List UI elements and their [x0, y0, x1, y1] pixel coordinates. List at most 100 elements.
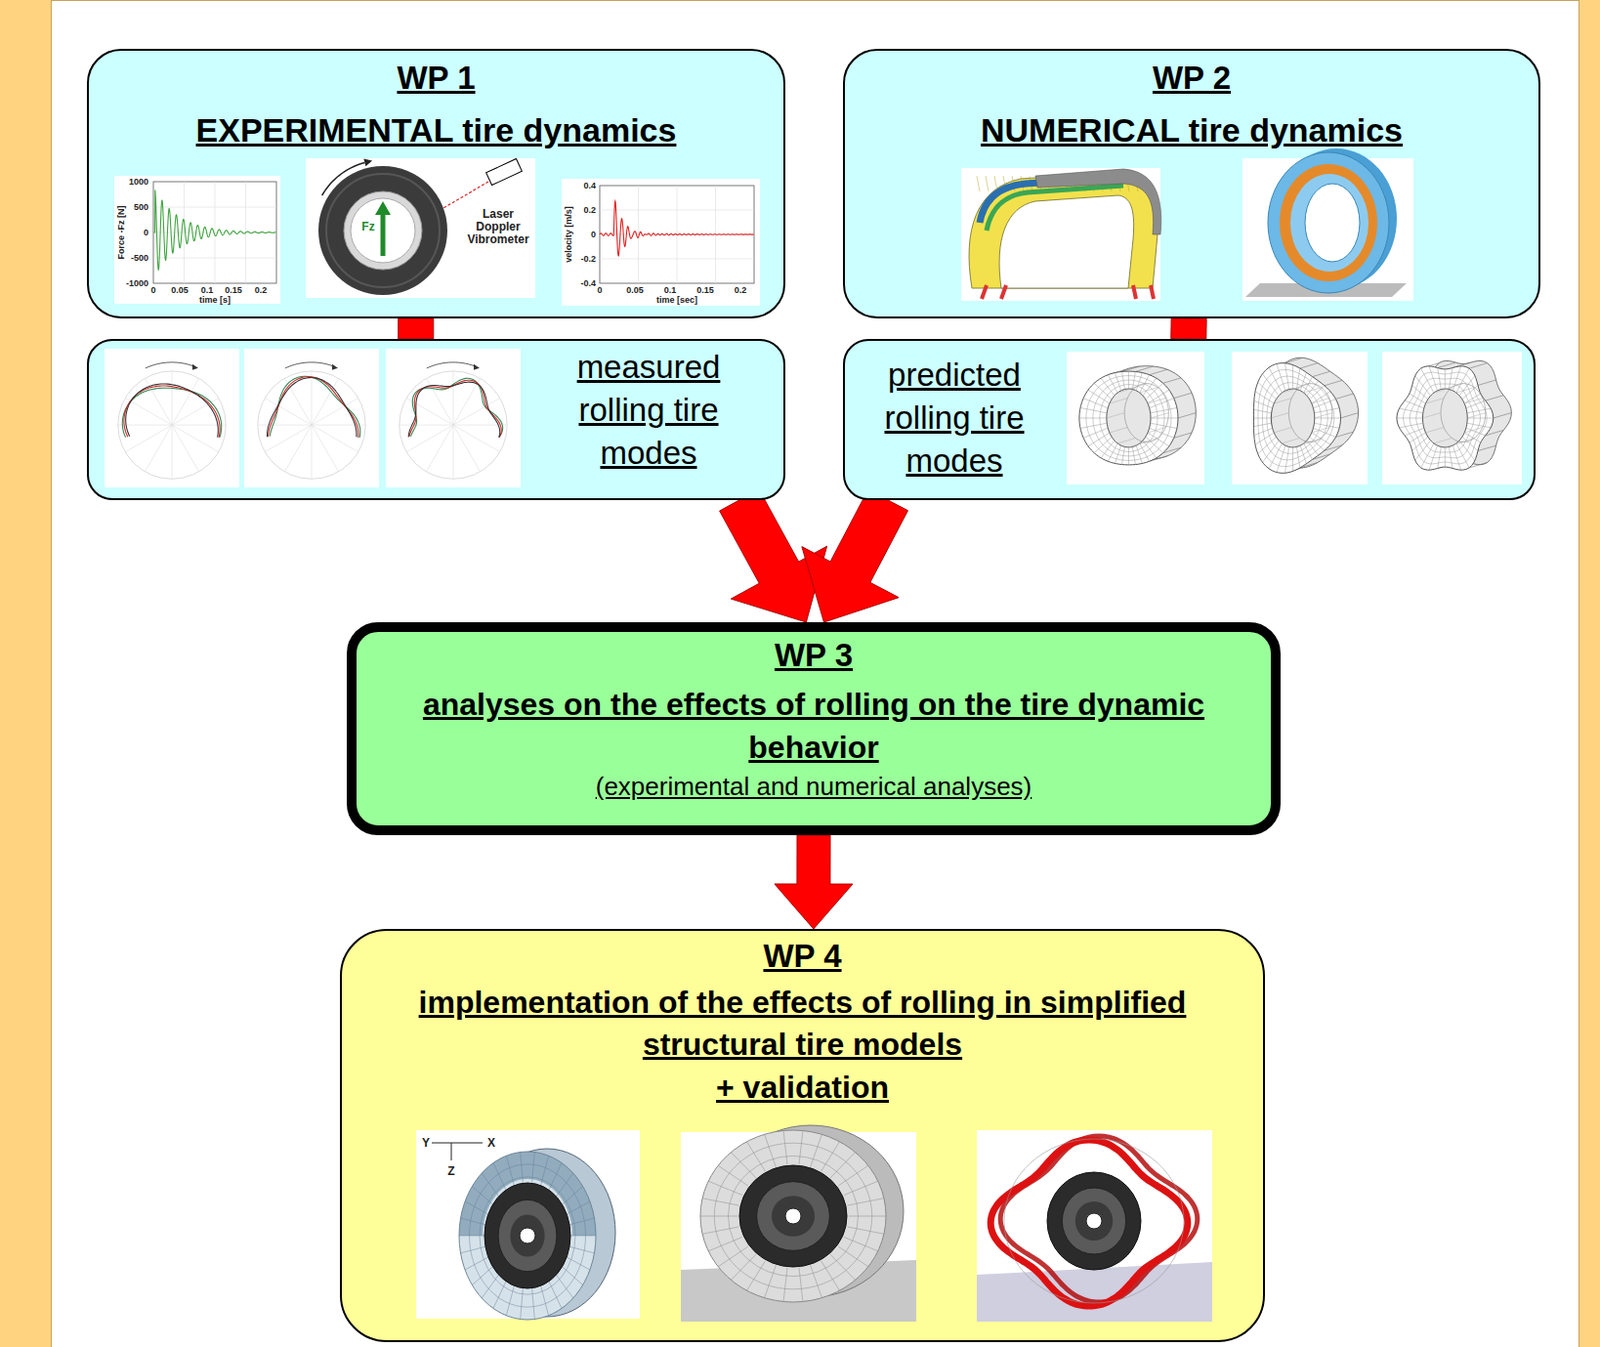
result-box: predicted rolling tire modes — [842, 338, 1536, 501]
tire-mesh-line — [838, 1246, 869, 1267]
tire-mesh-line — [1258, 377, 1276, 382]
plot-background — [114, 175, 281, 304]
polar-spoke — [311, 424, 339, 472]
tire-mesh-line — [700, 1216, 738, 1218]
tire-mesh-line — [1467, 418, 1494, 420]
tire-mesh-line — [821, 1261, 841, 1291]
tire-mesh-line — [1107, 375, 1118, 393]
box-text: measured rolling tire modes — [555, 345, 742, 475]
tire-mesh-line — [702, 1226, 739, 1234]
tire-mesh-line — [1083, 398, 1108, 409]
tire-mesh-line — [1055, 175, 1059, 192]
tire-front-face — [1079, 371, 1179, 465]
package-title: + validation — [341, 1065, 1264, 1109]
tire-mesh-line — [547, 1163, 562, 1193]
tire-mesh-line — [568, 1235, 596, 1237]
tire-mesh-line — [783, 1130, 788, 1165]
mode-shape-curve — [409, 379, 502, 438]
rim-mesh-line — [1293, 383, 1311, 389]
rotation-arrow-head — [473, 364, 480, 371]
polar-spoke — [311, 424, 366, 426]
tire-mesh-line — [730, 1254, 756, 1280]
rim-mesh-line — [1444, 383, 1464, 389]
tire-mesh-line — [1121, 366, 1139, 372]
tire-mesh-line — [520, 1285, 524, 1319]
tire-mesh-line — [1421, 368, 1434, 393]
tire-mesh-line — [1114, 373, 1121, 391]
grid-line — [676, 185, 678, 284]
bead-rod — [1133, 285, 1137, 299]
axis-title: time [s] — [199, 295, 231, 305]
tire-mesh-line — [1150, 407, 1178, 413]
polar-spoke — [311, 371, 313, 425]
tire-mesh-line — [1132, 446, 1136, 464]
tire-mesh-line — [1178, 413, 1196, 419]
polar-spoke — [399, 424, 454, 426]
tire-mesh-line — [1254, 429, 1272, 435]
tire-mesh-line — [1149, 456, 1168, 462]
tire-mesh-line — [1456, 368, 1470, 393]
tire-mesh-line — [1139, 375, 1150, 393]
tire-mesh-line — [1114, 445, 1121, 464]
rim-mesh-line — [1117, 437, 1136, 443]
tire-front-face — [1396, 366, 1494, 470]
rim-mesh-line — [1106, 413, 1125, 419]
tire-mesh-line — [1493, 413, 1513, 419]
axis-tick: 0 — [143, 228, 149, 238]
tire-mesh-line — [1142, 440, 1157, 459]
tire-mesh-line — [1421, 363, 1440, 369]
grid-line — [599, 258, 755, 260]
tire-mesh-line — [1082, 175, 1086, 192]
tire-mesh-line — [730, 1152, 756, 1179]
tire-mesh-line — [1064, 175, 1068, 192]
tire-mesh-line — [1268, 367, 1282, 393]
tire-mesh-line — [1011, 175, 1015, 192]
polar-grid — [257, 371, 366, 479]
tire-body — [459, 1151, 596, 1320]
tire-mesh-line — [520, 1151, 524, 1185]
tire-mesh-line — [1147, 389, 1170, 404]
tire-mesh-line — [1415, 376, 1432, 396]
rim-mesh-line — [1426, 398, 1445, 404]
tire-mesh-line — [1448, 368, 1453, 390]
tire-mesh-line — [1304, 443, 1313, 460]
rim-mesh-line — [1314, 413, 1333, 419]
axis-tick: 0.05 — [170, 286, 189, 295]
tire-mesh-line — [1459, 440, 1475, 461]
tire-mesh-line — [1312, 371, 1331, 377]
axis-tick: 0 — [596, 286, 602, 295]
tire-mesh-line — [1398, 408, 1423, 414]
rim-back-edge — [1288, 383, 1332, 443]
tire-mesh-line — [1292, 447, 1294, 471]
mode-shape-curve — [124, 385, 220, 438]
tire-mesh-line — [540, 1155, 549, 1188]
tire-mesh-line — [1464, 393, 1481, 404]
figure-background — [961, 168, 1161, 301]
tire-mesh-line — [702, 1198, 739, 1206]
tire-mesh-line — [717, 1246, 749, 1267]
tire-mesh-line — [505, 1155, 515, 1188]
tire-mesh-line — [1485, 395, 1505, 401]
bead-rod — [981, 285, 987, 299]
tire-mesh-line — [1147, 432, 1170, 447]
tire-mesh-line — [764, 1264, 777, 1298]
tire-mesh-line — [1467, 422, 1491, 428]
rim-mesh-line — [1281, 387, 1300, 393]
tire-mesh-line — [1444, 447, 1446, 467]
tire-side — [717, 1125, 904, 1298]
tire-mesh-line — [1086, 376, 1172, 462]
polar-spoke — [311, 378, 339, 425]
tire-mesh-line — [1309, 385, 1325, 400]
tire-mesh-line — [764, 1134, 777, 1167]
tire-mesh-line — [1079, 413, 1097, 419]
tire-mesh-line — [1412, 384, 1429, 399]
plot-frame — [599, 185, 755, 284]
tire-mesh-line — [1126, 175, 1130, 192]
tire-mesh-line — [1437, 463, 1457, 468]
tire-mesh-line — [1083, 432, 1101, 438]
tire-mesh-line — [1309, 436, 1325, 451]
tire-mesh-line — [1276, 445, 1286, 472]
plot-background — [244, 348, 379, 488]
tire-mesh-line — [1262, 376, 1328, 461]
